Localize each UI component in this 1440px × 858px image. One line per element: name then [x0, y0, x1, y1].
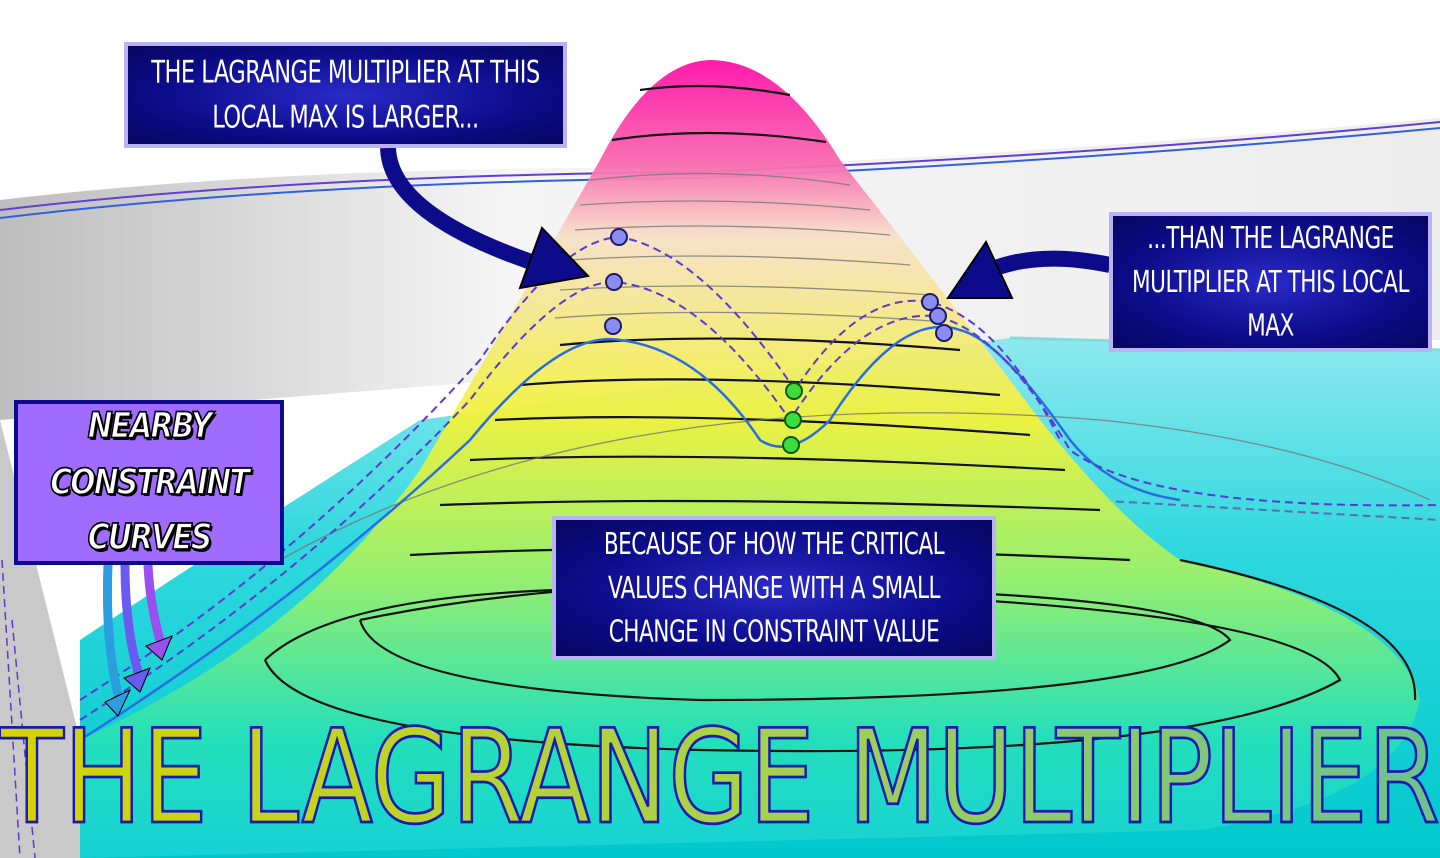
wall-dashed-lines — [1, 559, 36, 858]
arrow-left-head — [518, 226, 591, 290]
nearby-arrows — [102, 564, 173, 717]
video-title: The Lagrange Multiplier — [0, 703, 1440, 854]
plane-right-edge — [1089, 499, 1440, 521]
label-nearby-constraint-curves: Nearby constraint curves — [14, 400, 284, 565]
max-point-4 — [921, 293, 939, 311]
callout-top-left-text: The Lagrange multiplier at this local ma… — [151, 53, 540, 135]
callout-top-left: The Lagrange multiplier at this local ma… — [124, 42, 567, 148]
min-point-1 — [785, 382, 803, 400]
left-wall — [0, 200, 80, 858]
callout-bottom: Because of how the critical values chang… — [552, 516, 996, 660]
max-point-5 — [929, 307, 947, 325]
arrow-left-callout — [380, 147, 543, 273]
arrow-right-head — [946, 239, 1014, 299]
min-point-3 — [782, 436, 800, 454]
faint-contours — [279, 172, 1431, 561]
callout-right: ...than the Lagrange multiplier at this … — [1109, 212, 1432, 352]
hill-surface — [80, 60, 1420, 858]
max-point-1 — [610, 228, 628, 246]
callout-bottom-text: Because of how the critical values chang… — [603, 526, 945, 649]
constraint-curve-dashed-1 — [79, 280, 1440, 721]
label-nearby-text: Nearby constraint curves — [49, 404, 250, 559]
arrow-right-callout — [987, 250, 1112, 278]
max-point-6 — [935, 324, 953, 342]
max-point-3 — [604, 317, 622, 335]
callout-right-text: ...than the Lagrange multiplier at this … — [1132, 220, 1409, 343]
min-point-2 — [784, 411, 802, 429]
max-point-2 — [605, 273, 623, 291]
